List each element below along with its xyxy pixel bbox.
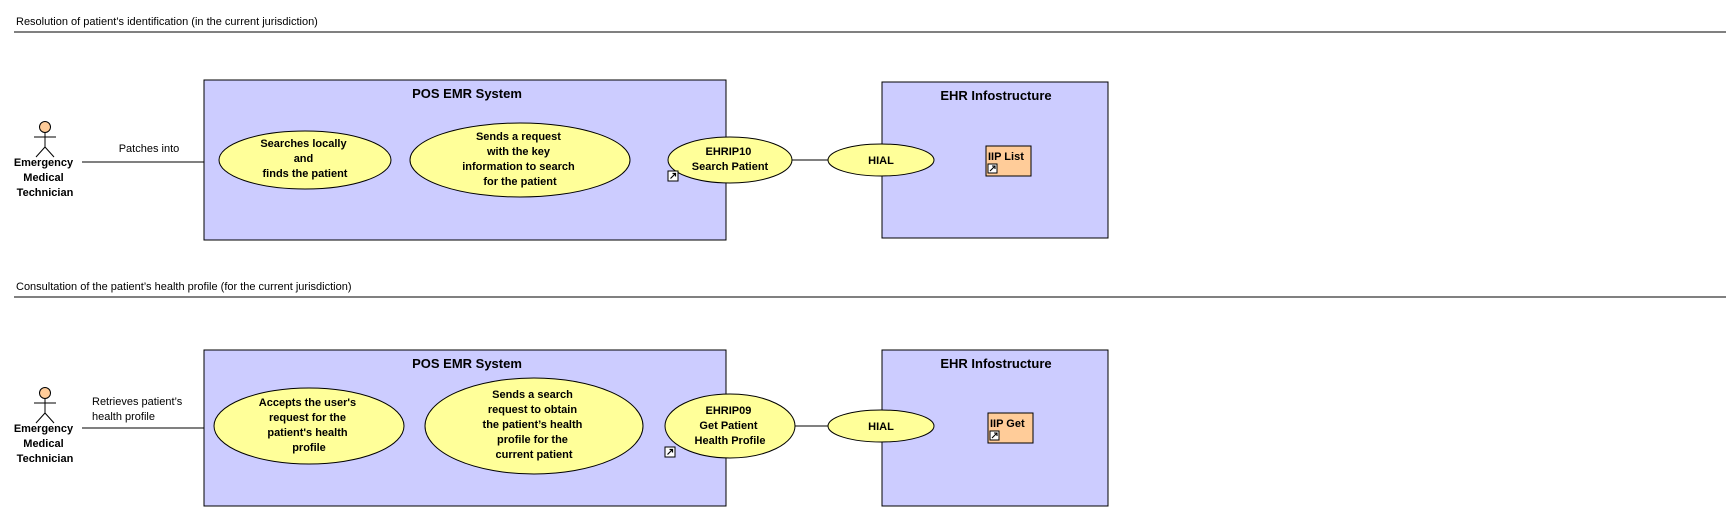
usecase-ellipse bbox=[424, 377, 644, 475]
usecase-ellipse bbox=[827, 409, 935, 443]
section-1-usecase-send-request[interactable]: Sends a request with the key information… bbox=[409, 122, 631, 198]
section-1-actor[interactable]: Emergency Medical Technician bbox=[14, 121, 76, 200]
section-1-usecase-search-locally[interactable]: Searches locally and finds the patient bbox=[218, 130, 392, 190]
usecase-label: Sends a request with the key information… bbox=[462, 131, 578, 188]
section-2-pos-system-title: POS EMR System bbox=[412, 356, 522, 371]
usecase-label: Searches locally and finds the patient bbox=[260, 138, 349, 180]
usecase-ellipse bbox=[664, 393, 796, 459]
actor-left-leg-icon bbox=[35, 412, 46, 424]
section-2-interaction-ehrip09[interactable]: EHRIP09 Get Patient Health Profile bbox=[664, 393, 796, 459]
actor-head-icon bbox=[39, 121, 51, 133]
actor-left-leg-icon bbox=[35, 146, 46, 158]
shortcut-arrow-icon[interactable] bbox=[667, 170, 679, 182]
shortcut-arrow-icon bbox=[989, 430, 1000, 441]
section-1-ehr-system-title: EHR Infostructure bbox=[940, 88, 1051, 103]
hial-label: HIAL bbox=[868, 421, 894, 433]
shortcut-arrow-icon bbox=[987, 163, 998, 174]
actor-head-icon bbox=[39, 387, 51, 399]
section-1-actor-name: Emergency Medical Technician bbox=[14, 157, 76, 199]
usecase-label: Sends a search request to obtain the pat… bbox=[483, 389, 586, 461]
usecase-label: Accepts the user's request for the patie… bbox=[259, 397, 359, 454]
section-1-artifact-iip-list[interactable]: IIP List bbox=[985, 145, 1032, 177]
section-1-title: Resolution of patient’s identification (… bbox=[16, 16, 318, 28]
section-2: Consultation of the patient’s health pro… bbox=[14, 281, 1726, 507]
usecase-label: EHRIP09 Get Patient Health Profile bbox=[695, 405, 766, 447]
hial-label: HIAL bbox=[868, 155, 894, 167]
section-1-interaction-ehrip10[interactable]: EHRIP10 Search Patient bbox=[667, 136, 793, 184]
section-2-usecase-send-search[interactable]: Sends a search request to obtain the pat… bbox=[424, 377, 644, 475]
section-2-ehr-system-title: EHR Infostructure bbox=[940, 356, 1051, 371]
section-2-actor[interactable]: Emergency Medical Technician bbox=[14, 387, 76, 466]
shortcut-arrow-icon[interactable] bbox=[664, 446, 676, 458]
usecase-label: EHRIP10 Search Patient bbox=[692, 146, 769, 173]
section-1-association-label: Patches into bbox=[119, 143, 180, 155]
section-2-title: Consultation of the patient’s health pro… bbox=[16, 281, 351, 293]
usecase-ellipse bbox=[667, 136, 793, 184]
section-2-association-label: Retrieves patient’s health profile bbox=[92, 396, 185, 423]
section-1-pos-system-title: POS EMR System bbox=[412, 86, 522, 101]
usecase-ellipse bbox=[827, 143, 935, 177]
usecase-ellipse bbox=[213, 387, 405, 465]
actor-right-leg-icon bbox=[44, 412, 55, 424]
usecase-ellipse bbox=[218, 130, 392, 190]
section-1-hial[interactable]: HIAL bbox=[827, 143, 935, 177]
section-2-usecase-accept-request[interactable]: Accepts the user's request for the patie… bbox=[213, 387, 405, 465]
artifact-label: IIP List bbox=[988, 151, 1024, 163]
section-2-hial[interactable]: HIAL bbox=[827, 409, 935, 443]
section-1: Resolution of patient’s identification (… bbox=[14, 16, 1726, 241]
artifact-label: IIP Get bbox=[990, 418, 1025, 430]
usecase-ellipse bbox=[409, 122, 631, 198]
section-2-actor-name: Emergency Medical Technician bbox=[14, 423, 76, 465]
actor-right-leg-icon bbox=[44, 146, 55, 158]
section-2-artifact-iip-get[interactable]: IIP Get bbox=[987, 412, 1034, 444]
